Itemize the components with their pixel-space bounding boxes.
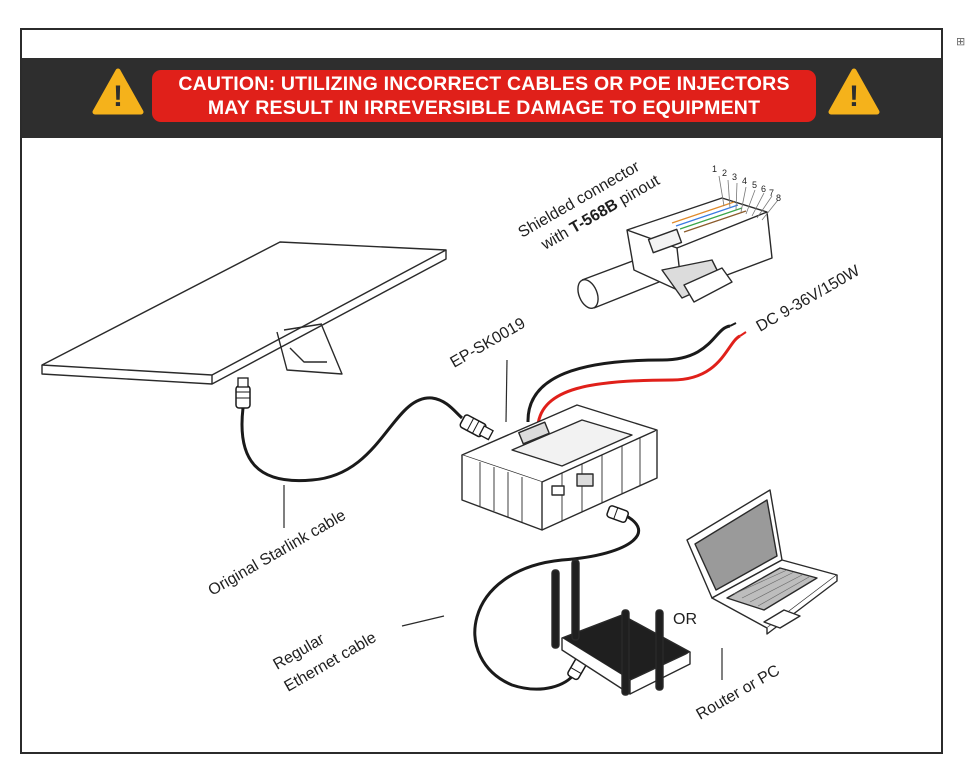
power-cable	[526, 322, 747, 426]
diagram-frame: ! CAUTION: UTILIZING INCORRECT CABLES OR…	[20, 28, 943, 754]
power-label: DC 9-36V/150W	[754, 262, 864, 335]
starlink-cable	[235, 377, 494, 483]
warning-icon-right: !	[828, 68, 880, 115]
pin-number: 8	[776, 193, 781, 203]
caution-line-1: CAUTION: UTILIZING INCORRECT CABLES OR P…	[178, 73, 790, 95]
table-icon: ⊞	[956, 35, 966, 48]
pin-number: 4	[742, 176, 747, 186]
or-label: OR	[673, 611, 697, 628]
laptop	[686, 489, 838, 635]
pin-leaders	[718, 175, 779, 221]
starlink-cable-label: Original Starlink cable	[206, 507, 349, 600]
pin-number: 2	[722, 168, 727, 178]
pin-number: 3	[732, 172, 737, 182]
caution-banner: ! CAUTION: UTILIZING INCORRECT CABLES OR…	[22, 58, 941, 138]
caution-line-2: MAY RESULT IN IRREVERSIBLE DAMAGE TO EQU…	[207, 97, 761, 119]
router-pc-label: Router or PC	[694, 662, 783, 723]
device-label: EP-SK0019	[448, 315, 529, 372]
router-device	[551, 559, 691, 696]
svg-text:!: !	[113, 80, 123, 113]
wiring-diagram: 1 2 3 4 5 6 7 8 Shielded connector with …	[41, 158, 864, 723]
pin-number: 1	[712, 164, 717, 174]
shielded-connector	[577, 197, 773, 310]
ethernet-cable	[473, 505, 641, 691]
pin-number: 5	[752, 180, 757, 190]
device-leader-line	[505, 359, 508, 423]
pin-number: 7	[769, 188, 774, 198]
ep-sk0019-device	[461, 404, 658, 531]
caution-message: CAUTION: UTILIZING INCORRECT CABLES OR P…	[152, 70, 816, 122]
ethernet-cable-leader-line	[401, 615, 445, 627]
pin-numbers: 1 2 3 4 5 6 7 8	[712, 164, 781, 203]
warning-icon-left: !	[92, 68, 144, 115]
svg-text:!: !	[849, 80, 859, 113]
starlink-dish	[41, 241, 447, 385]
pin-number: 6	[761, 184, 766, 194]
